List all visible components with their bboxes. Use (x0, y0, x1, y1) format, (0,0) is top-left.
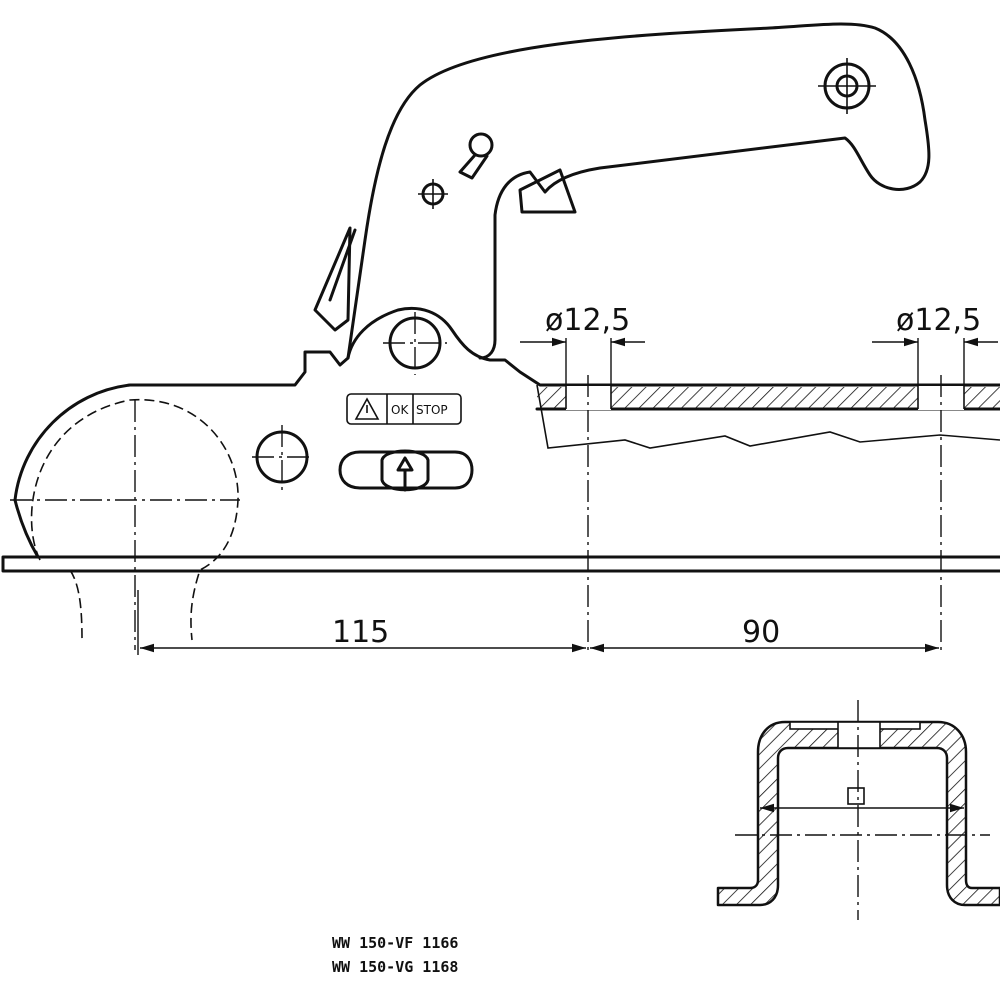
stop-label: STOP (416, 403, 448, 417)
housing-nose (13, 498, 40, 559)
drawbar-cross-section (716, 700, 1000, 920)
safety-latch (313, 226, 352, 332)
drawbar-hatch (537, 387, 1000, 409)
ok-label: OK (391, 403, 409, 417)
length-115-label: 115 (332, 615, 389, 650)
coupling-side-view: OK STOP (1, 22, 1000, 650)
part-number-2: WW 150-VG 1168 (332, 958, 458, 976)
handle-lever (346, 22, 931, 360)
part-numbers: WW 150-VF 1166 WW 150-VG 1168 (332, 934, 458, 976)
housing-outline (13, 306, 1000, 502)
length-90-label: 90 (742, 615, 780, 650)
top-slot (837, 721, 881, 749)
ball-shank-left (69, 569, 83, 641)
square-symbol (847, 787, 865, 805)
keyhole-top (468, 132, 494, 158)
ball-outline (30, 399, 239, 641)
break-line (536, 384, 1000, 449)
dimensions: ø12,5 ø12,5 115 90 (137, 303, 998, 655)
handle-tab (518, 168, 577, 214)
keyhole-slot (458, 153, 489, 180)
safety-latch-edge (328, 228, 357, 302)
wear-slider (380, 449, 430, 492)
wear-indicator (338, 449, 474, 492)
ok-stop-indicator: OK STOP (346, 393, 462, 425)
part-number-1: WW 150-VF 1166 (332, 934, 458, 952)
base-plate (1, 555, 1000, 573)
indicator-frame (346, 393, 462, 425)
diameter-label-right: ø12,5 (896, 303, 981, 338)
u-profile (716, 720, 1000, 907)
warning-triangle-icon (354, 397, 380, 420)
diameter-label-left: ø12,5 (545, 303, 630, 338)
up-arrow-icon (396, 456, 414, 492)
wear-slot (338, 450, 474, 490)
